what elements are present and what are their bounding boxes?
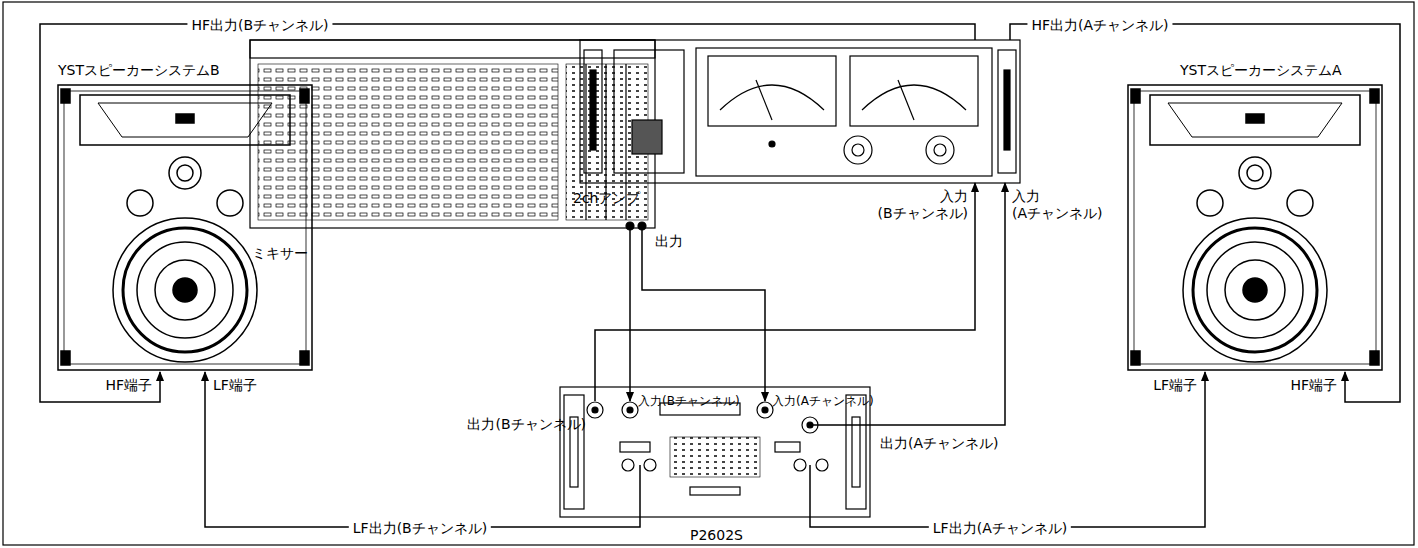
label-holder: HF端子: [1290, 375, 1337, 394]
label-holder: 入力 (Aチャンネル): [1012, 188, 1112, 222]
cable-label: LF出力(Aチャンネル): [933, 520, 1067, 537]
cable-label: HF出力(Aチャンネル): [1031, 17, 1168, 34]
cable-label: LF出力(Bチャンネル): [353, 520, 487, 537]
label-holder: 入力(Aチャンネル): [772, 390, 874, 409]
terminal-label: LF端子: [213, 377, 257, 394]
equipment-label: ミキサー: [252, 245, 308, 262]
label-holder: HF端子: [105, 375, 152, 394]
input-label: 入力(Aチャンネル): [772, 394, 874, 408]
speaker-system: YSTスピーカーシステムB: [50, 58, 315, 372]
cable-label-holder: HF出力(Bチャンネル): [187, 15, 332, 34]
output-label: 出力(Bチャンネル): [467, 416, 586, 433]
speaker-system: YSTスピーカーシステムA: [1120, 58, 1385, 372]
cable-label: HF出力(Bチャンネル): [191, 17, 328, 34]
crossover-amplifier: P2602S: [555, 385, 875, 545]
label-holder: 出力(Aチャンネル): [880, 433, 999, 452]
cable-label-holder: LF出力(Bチャンネル): [349, 518, 491, 537]
signal-cable: [40, 24, 975, 402]
terminal-label: LF端子: [1153, 377, 1197, 394]
signal-cable: [810, 183, 1005, 425]
terminal-label: HF端子: [1290, 377, 1337, 394]
mixer: ミキサー: [245, 38, 660, 263]
equipment-label: YSTスピーカーシステムA: [1180, 62, 1342, 79]
label-holder: 出力(Bチャンネル): [467, 414, 586, 433]
output-label: 出力: [655, 233, 683, 250]
equipment-label: 2chアンプ: [573, 190, 640, 207]
signal-cable: [642, 228, 765, 401]
signal-cable: [1010, 24, 1400, 402]
power-amplifier: 2chアンプ: [565, 38, 1025, 208]
cable-label-holder: HF出力(Aチャンネル): [1027, 15, 1172, 34]
input-label: 入力 (Aチャンネル): [1012, 188, 1112, 222]
signal-cable: [629, 228, 631, 401]
equipment-label: YSTスピーカーシステムB: [58, 62, 220, 79]
input-label: 入力 (Bチャンネル): [868, 188, 968, 222]
equipment-label: P2602S: [690, 527, 743, 544]
label-holder: LF端子: [1153, 375, 1197, 394]
signal-cable: [205, 372, 640, 527]
label-holder: 入力 (Bチャンネル): [868, 188, 968, 222]
input-label: 入力(Bチャンネル): [638, 394, 740, 408]
signal-cable: [595, 183, 975, 401]
label-holder: LF端子: [213, 375, 257, 394]
terminal-label: HF端子: [105, 377, 152, 394]
label-holder: 出力: [655, 231, 683, 250]
label-holder: 入力(Bチャンネル): [638, 390, 740, 409]
output-label: 出力(Aチャンネル): [880, 435, 999, 452]
cable-label-holder: LF出力(Aチャンネル): [929, 518, 1071, 537]
